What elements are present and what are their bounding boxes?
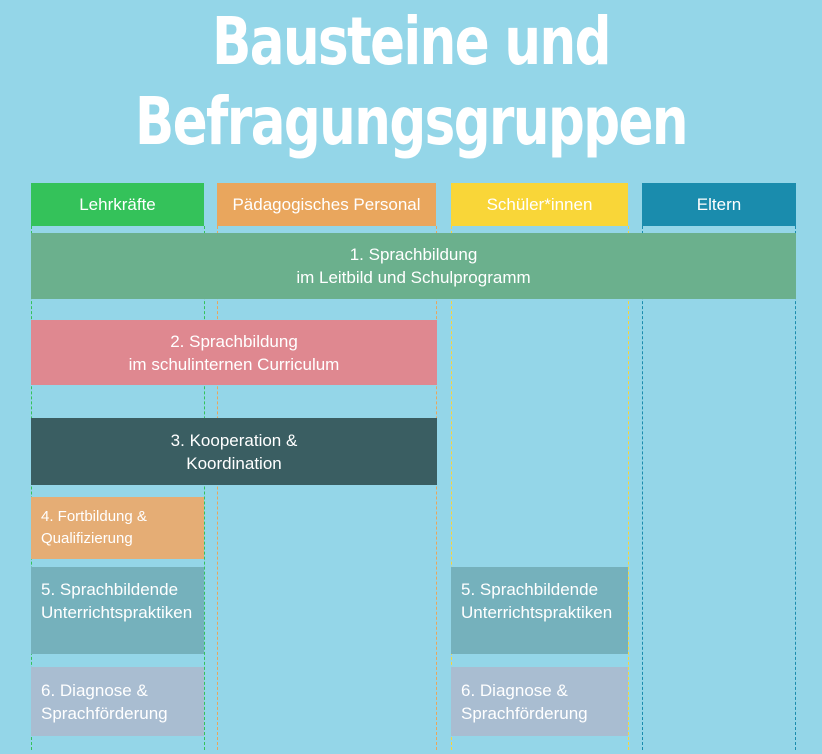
column-guide-personal-right [436,226,437,750]
column-guide-personal-left [217,226,218,750]
column-header-eltern: Eltern [642,183,796,226]
block-2-sprachbildung-curriculum: 2. Sprachbildung im schulinternen Curric… [31,320,437,385]
block-line: 1. Sprachbildung [349,245,478,264]
column-header-label: Lehrkräfte [79,194,156,214]
block-line: im schulinternen Curriculum [128,354,340,374]
block-line: Qualifizierung [41,530,133,547]
page-title-line-2: Befragungsgruppen [135,83,689,160]
block-line: Sprachförderung [41,703,168,723]
block-5-unterrichtspraktiken-lehrkraefte: 5. Sprachbildende Unterrichtspraktiken [31,567,204,654]
column-header-lehrkraefte: Lehrkräfte [31,183,204,226]
block-line: Sprachförderung [461,703,588,723]
page-title-line-1: Bausteine und [212,3,611,80]
column-guide-lehrkraefte-left [31,226,32,750]
block-line: 6. Diagnose & [41,680,148,700]
block-line: 4. Fortbildung & [41,508,147,525]
column-guide-lehrkraefte-right [204,226,205,750]
column-guide-eltern-right [795,226,796,750]
column-header-schueler: Schüler*innen [451,183,628,226]
block-6-diagnose-lehrkraefte: 6. Diagnose & Sprachförderung [31,667,204,736]
block-line: 2. Sprachbildung [170,331,298,351]
block-1-sprachbildung-leitbild: 1. Sprachbildung im Leitbild und Schulpr… [31,233,796,299]
block-3-kooperation: 3. Kooperation & Koordination [31,418,437,485]
column-header-label: Eltern [696,194,742,214]
block-6-diagnose-schueler: 6. Diagnose & Sprachförderung [451,667,628,736]
block-4-fortbildung: 4. Fortbildung & Qualifizierung [31,497,204,559]
block-line: 5. Sprachbildende [461,580,599,599]
block-line: Unterrichtspraktiken [461,603,613,622]
block-line: 6. Diagnose & [461,680,568,700]
column-header-label: Schüler*innen [486,194,593,214]
block-line: 3. Kooperation & [170,430,298,450]
block-line: 5. Sprachbildende [41,580,179,599]
block-line: im Leitbild und Schulprogramm [296,268,531,287]
block-5-unterrichtspraktiken-schueler: 5. Sprachbildende Unterrichtspraktiken [451,567,628,654]
block-line: Unterrichtspraktiken [41,603,193,622]
column-guide-schueler-right [628,226,629,750]
column-guide-eltern-left [642,226,643,750]
block-line: Koordination [186,453,282,473]
column-header-label: Pädagogisches Personal [232,194,421,214]
column-guide-schueler-left [451,226,452,750]
column-header-paedagogisches-personal: Pädagogisches Personal [217,183,436,226]
